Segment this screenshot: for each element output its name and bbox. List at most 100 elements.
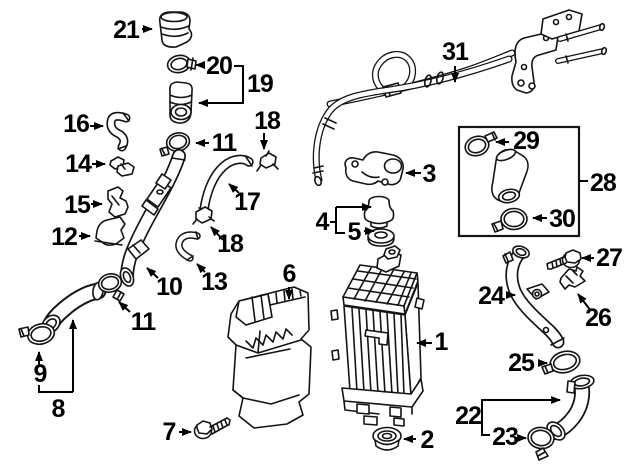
callout-8-label[interactable]: 8 [52, 395, 67, 423]
callout-7-label[interactable]: 7 [163, 418, 177, 446]
callout-14-label[interactable]: 14 [65, 150, 93, 178]
part-8-intercooler-hose [41, 281, 107, 334]
callout-10-label[interactable]: 10 [156, 273, 183, 301]
part-23-hose-clamp [527, 426, 555, 461]
callout-13-label[interactable]: 13 [201, 268, 228, 296]
callout-20[interactable]: 20 [195, 52, 233, 80]
callout-18-lower-label[interactable]: 18 [217, 230, 245, 258]
part-2-insulator-mount [372, 426, 402, 451]
callout-26-arrow [577, 293, 592, 312]
callout-18-upper-label[interactable]: 18 [254, 107, 282, 135]
callout-16-label[interactable]: 16 [63, 110, 90, 138]
callout-25[interactable]: 25 [508, 349, 548, 377]
callout-2[interactable]: 2 [403, 426, 435, 454]
part-5-grommet [367, 228, 395, 247]
callout-6[interactable]: 6 [283, 260, 297, 300]
callout-21-label[interactable]: 21 [113, 16, 141, 44]
part-11-hose-clamp-upper [159, 132, 191, 157]
part-18-clip-upper [256, 150, 279, 172]
part-18-clip-lower [192, 206, 215, 225]
callout-20-label[interactable]: 20 [206, 52, 233, 80]
callout-19[interactable]: 19 [198, 65, 274, 107]
callout-12[interactable]: 12 [51, 223, 91, 251]
callout-3-label[interactable]: 3 [423, 160, 437, 188]
callout-19-bracket-arrow [198, 65, 244, 107]
part-16-vent-hose [106, 111, 131, 152]
callout-17-label[interactable]: 17 [234, 188, 261, 216]
callout-24[interactable]: 24 [478, 282, 516, 310]
callout-10-arrow [146, 267, 159, 279]
callout-18-lower[interactable]: 18 [210, 226, 245, 258]
callout-11-lower-arrow [118, 301, 131, 313]
callout-10[interactable]: 10 [146, 267, 183, 301]
callout-11-upper[interactable]: 11 [195, 129, 239, 157]
callout-22-label[interactable]: 22 [455, 402, 482, 430]
callout-1[interactable]: 1 [416, 328, 450, 356]
part-11-hose-clamp-lower [97, 273, 125, 302]
part-13-vent-hose [175, 231, 201, 262]
part-1-intercooler [330, 245, 425, 427]
callout-11-lower[interactable]: 11 [118, 301, 158, 336]
part-14-clip [109, 156, 135, 177]
callout-8[interactable]: 8 [38, 319, 77, 423]
part-31-pipe-assembly [312, 9, 608, 187]
part-10-intercooler-inlet-hose [119, 149, 186, 287]
part-21-air-connector-hose [158, 11, 193, 48]
part-22-hose [546, 374, 595, 441]
callout-17[interactable]: 17 [228, 183, 261, 216]
callout-30-label[interactable]: 30 [549, 205, 576, 233]
callout-15-label[interactable]: 15 [64, 191, 92, 219]
callout-4-bracket [330, 207, 345, 234]
callout-11-upper-label[interactable]: 11 [212, 129, 239, 157]
callout-29[interactable]: 29 [495, 127, 540, 155]
callout-23[interactable]: 23 [492, 423, 527, 451]
callout-23-label[interactable]: 23 [492, 423, 519, 451]
callout-2-label[interactable]: 2 [421, 426, 435, 454]
callout-31[interactable]: 31 [442, 38, 470, 83]
callout-7[interactable]: 7 [163, 418, 192, 446]
callout-11-lower-label[interactable]: 11 [131, 308, 158, 336]
callout-12-label[interactable]: 12 [51, 223, 78, 251]
callout-16[interactable]: 16 [63, 110, 104, 138]
callout-22-bracket-arrow [481, 396, 561, 436]
callout-13-arrow [196, 263, 207, 274]
callout-9[interactable]: 9 [34, 351, 48, 388]
part-7-bolt [193, 417, 231, 440]
callout-5-label[interactable]: 5 [348, 218, 363, 246]
callout-21[interactable]: 21 [113, 16, 153, 44]
callout-3[interactable]: 3 [405, 160, 437, 188]
callout-28[interactable]: 28 [579, 169, 618, 197]
callout-17-arrow [228, 183, 240, 194]
part-6-air-guide-duct [227, 286, 312, 429]
part-3-bracket [344, 151, 404, 186]
part-29-hose-clamp [464, 131, 498, 157]
callout-4[interactable]: 4 [316, 203, 372, 236]
part-28-hose [491, 148, 529, 204]
callout-27-label[interactable]: 27 [596, 244, 623, 272]
callout-5[interactable]: 5 [348, 218, 375, 246]
callout-13[interactable]: 13 [196, 263, 228, 296]
callout-14[interactable]: 14 [65, 150, 106, 178]
callout-26[interactable]: 26 [577, 293, 612, 332]
callout-31-label[interactable]: 31 [442, 38, 470, 66]
callout-19-label[interactable]: 19 [247, 70, 274, 98]
callout-4-label[interactable]: 4 [316, 208, 331, 236]
callout-26-label[interactable]: 26 [585, 304, 612, 332]
callout-1-label[interactable]: 1 [435, 328, 450, 356]
part-25-hose-clamp [541, 350, 581, 375]
callout-24-label[interactable]: 24 [478, 282, 506, 310]
callout-27[interactable]: 27 [581, 244, 623, 272]
callout-30[interactable]: 30 [532, 205, 576, 233]
part-20-hose-clamp [166, 54, 197, 74]
callout-15[interactable]: 15 [64, 191, 103, 219]
callout-18-upper[interactable]: 18 [254, 107, 282, 150]
callout-6-label[interactable]: 6 [283, 260, 297, 288]
callout-22[interactable]: 22 [455, 396, 561, 436]
callout-25-label[interactable]: 25 [508, 349, 536, 377]
callout-28-label[interactable]: 28 [590, 169, 618, 197]
callout-29-label[interactable]: 29 [513, 127, 540, 155]
part-12-bracket [94, 216, 126, 246]
callout-9-label[interactable]: 9 [34, 360, 48, 388]
